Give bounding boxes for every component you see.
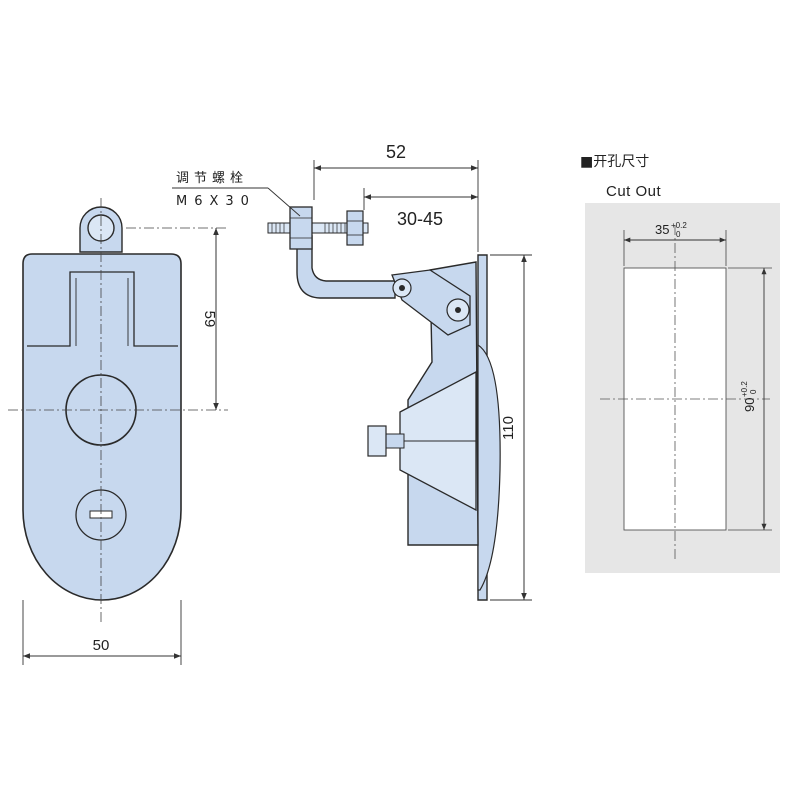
bolt-note-line2: M6X30 bbox=[176, 194, 256, 209]
dim-90-label: 90 bbox=[742, 398, 757, 412]
dim-35-label: 35 bbox=[655, 222, 669, 237]
adjust-bolt-thread bbox=[267, 222, 369, 234]
bolt-note-leader bbox=[267, 187, 301, 217]
dim-90-tol-lower: 0 bbox=[749, 389, 758, 394]
dim-35-tol-upper: +0.2 bbox=[671, 221, 687, 230]
adjust-bolt-nut-right bbox=[346, 210, 364, 246]
adjust-bolt-nut-left bbox=[289, 206, 313, 250]
dim-90-tol-upper: +0.2 bbox=[740, 381, 749, 397]
cutout-title: ■开孔尺寸 bbox=[580, 154, 649, 170]
lower-bolt-shank bbox=[385, 433, 405, 449]
dim-110-label: 110 bbox=[500, 416, 517, 440]
dim-52-label: 52 bbox=[386, 142, 406, 162]
adjust-bolt-thread-hatch bbox=[271, 223, 346, 233]
dim-50-label: 50 bbox=[93, 637, 110, 654]
cutout-view: ■开孔尺寸 Cut Out 35 +0.2 0 90 +0.2 0 bbox=[580, 154, 780, 573]
side-gasket bbox=[477, 343, 501, 591]
dim-35-tol-lower: 0 bbox=[676, 230, 681, 239]
handle-recess bbox=[27, 271, 178, 347]
cutout-subtitle: Cut Out bbox=[606, 183, 662, 200]
side-view: 调节螺栓 M6X30 52 30-45 110 bbox=[172, 142, 532, 601]
front-view: 59 50 bbox=[8, 198, 228, 665]
lower-bolt-head bbox=[367, 425, 387, 457]
dim-30-45-label: 30-45 bbox=[397, 209, 443, 229]
pivot-pin-upper-dot bbox=[399, 285, 405, 291]
dim-59-label: 59 bbox=[201, 311, 218, 328]
bolt-note-line1: 调节螺栓 bbox=[176, 171, 248, 186]
pivot-pin-lower-dot bbox=[455, 307, 461, 313]
